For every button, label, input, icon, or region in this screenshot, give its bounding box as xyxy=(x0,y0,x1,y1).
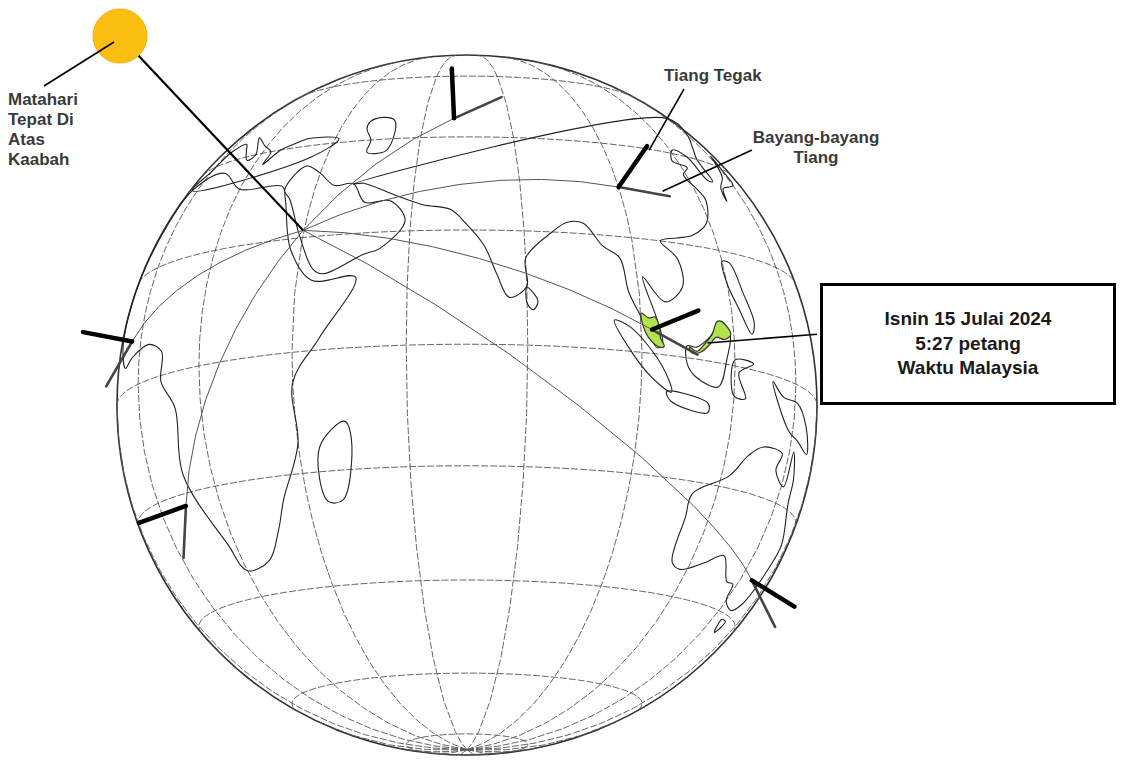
pole-shadow xyxy=(106,341,132,386)
coastline xyxy=(367,117,396,153)
label-text: Matahari Tepat Di Atas Kaabah xyxy=(8,90,88,170)
graticule xyxy=(117,55,817,755)
coastline xyxy=(714,619,725,632)
coastline xyxy=(192,137,339,191)
pole-shadow xyxy=(652,330,698,355)
leader-line xyxy=(44,42,114,86)
date-time-box: Isnin 15 Julai 20245:27 petangWaktu Mala… xyxy=(820,283,1116,405)
vertical-pole xyxy=(619,146,648,187)
malaysia-region xyxy=(689,321,730,354)
sun xyxy=(93,9,147,63)
label-text: Bayang-bayang Tiang xyxy=(748,128,884,168)
sun-ray xyxy=(120,36,303,230)
box-text: 5:27 petang xyxy=(835,332,1101,357)
coastline xyxy=(773,382,808,455)
label-text: Tiang Tegak xyxy=(664,66,784,86)
vertical-pole xyxy=(83,332,132,341)
coastline xyxy=(123,173,356,571)
coastline xyxy=(731,359,754,399)
coastline xyxy=(285,166,406,274)
leader-line xyxy=(663,150,752,191)
great-circle-line xyxy=(303,118,454,230)
great-circle-line xyxy=(132,230,303,341)
box-text: Waktu Malaysia xyxy=(835,356,1101,381)
vertical-pole xyxy=(652,311,698,330)
great-circle-line xyxy=(303,230,752,580)
leader-line xyxy=(708,334,817,343)
vertical-pole xyxy=(452,68,454,118)
vertical-pole xyxy=(752,580,795,606)
vertical-pole xyxy=(139,506,186,523)
pole-shadow xyxy=(454,97,501,118)
coastline xyxy=(666,391,709,413)
coastline xyxy=(721,261,754,335)
pole-shadow xyxy=(619,187,670,196)
sun-label: Matahari Tepat Di Atas Kaabah xyxy=(8,90,88,170)
globe-outline xyxy=(117,55,817,755)
coastline xyxy=(672,447,795,611)
leader-line xyxy=(649,89,684,150)
shadow-label: Bayang-bayang Tiang xyxy=(748,128,884,168)
great-circle-line xyxy=(186,230,303,506)
coastline xyxy=(353,117,712,348)
box-text: Isnin 15 Julai 2024 xyxy=(835,307,1101,332)
great-circle-line xyxy=(303,179,618,230)
coastline xyxy=(710,156,733,201)
coastline xyxy=(318,421,352,503)
pole-shadow xyxy=(184,506,186,558)
coastline xyxy=(614,320,672,393)
great-circle-line xyxy=(303,230,652,329)
coastline xyxy=(686,322,731,388)
coastline xyxy=(526,287,538,309)
pole-label: Tiang Tegak xyxy=(664,66,784,86)
